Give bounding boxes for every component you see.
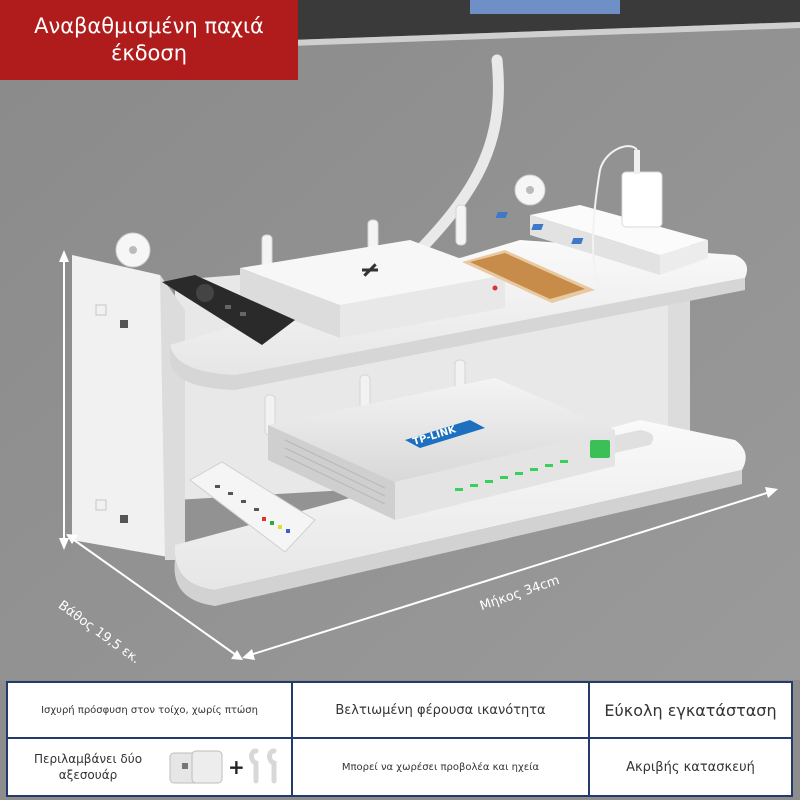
accessories-label: Περιλαμβάνει δύο αξεσουάρ (33, 752, 143, 782)
height-dimension-arrow (59, 250, 69, 550)
hook-icon (248, 748, 277, 784)
remote-lower (189, 461, 316, 553)
remote-upper (162, 275, 295, 345)
accessories-pictures: + (168, 747, 283, 787)
feature-accessories: Περιλαμβάνει δύο αξεσουάρ + (8, 739, 293, 795)
feature-easy-install: Εύκολη εγκατάσταση (590, 683, 791, 739)
badge-line-1: Αναβαθμισμένη παχιά (34, 14, 264, 38)
feature-precise-build: Ακριβής κατασκευή (626, 759, 755, 775)
adhesive-pad-icon (169, 750, 223, 784)
charger (592, 145, 663, 291)
depth-dimension-arrow (66, 534, 243, 660)
product-photo: TP-LINK (0, 0, 800, 680)
feature-table: Ισχυρή πρόσφυση στον τοίχο, χωρίς πτώση … (6, 681, 793, 797)
length-dimension-arrow (242, 487, 778, 660)
shelf-left-panel (72, 255, 185, 560)
power-cable (404, 54, 504, 266)
wall-hook-right (514, 174, 546, 206)
mini-pc (240, 240, 505, 338)
badge-line-2: έκδοση (110, 41, 188, 65)
power-strip (495, 205, 708, 275)
feature-fits-devices: Μπορεί να χωρέσει προβολέα και ηχεία (293, 739, 590, 795)
tp-link-router: TP-LINK (268, 378, 615, 520)
feature-load-capacity: Βελτιωμένη φέρουσα ικανότητα (293, 683, 590, 739)
smartphone (462, 250, 595, 303)
feature-wall-adhesion: Ισχυρή πρόσφυση στον τοίχο, χωρίς πτώση (8, 683, 293, 739)
accessories-plus: + (228, 755, 245, 779)
wall-hook-left (115, 232, 151, 268)
monitor (290, 0, 800, 46)
upgrade-badge: Αναβαθμισμένη παχιά έκδοση (0, 0, 298, 80)
